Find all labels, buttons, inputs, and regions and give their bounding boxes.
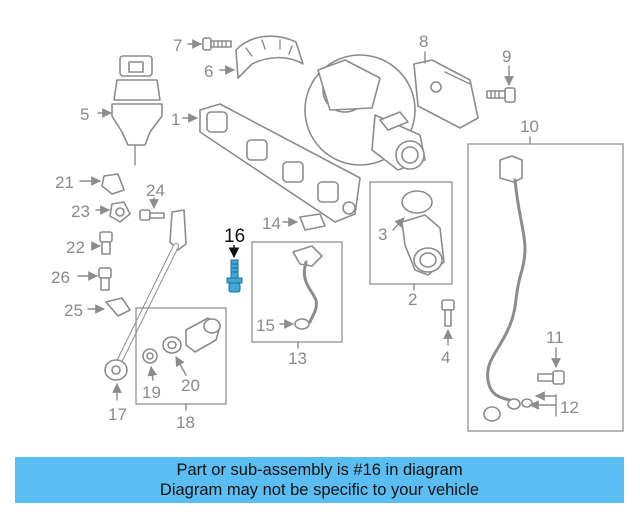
washer-20[interactable] bbox=[162, 336, 182, 354]
callout-11: 11 bbox=[546, 328, 564, 347]
callout-6: 6 bbox=[204, 62, 213, 81]
bolt-26[interactable] bbox=[98, 267, 112, 291]
callout-24: 24 bbox=[146, 181, 165, 200]
callout-15: 15 bbox=[256, 316, 275, 335]
callout-5: 5 bbox=[80, 105, 89, 124]
callout-7: 7 bbox=[173, 36, 182, 55]
callout-18: 18 bbox=[176, 413, 195, 432]
callout-23: 23 bbox=[71, 202, 90, 221]
callout-22: 22 bbox=[66, 238, 85, 257]
turbocharger-manifold-1[interactable] bbox=[199, 54, 426, 223]
callout-21: 21 bbox=[55, 173, 74, 192]
callout-4: 4 bbox=[441, 348, 450, 367]
gasket-15[interactable] bbox=[294, 318, 310, 330]
callout-3: 3 bbox=[378, 225, 387, 244]
oil-feed-line-10[interactable] bbox=[483, 155, 533, 422]
heat-shield-6[interactable] bbox=[235, 35, 304, 79]
banner-line-1: Part or sub-assembly is #16 in diagram bbox=[176, 461, 463, 479]
fitting-23[interactable] bbox=[109, 201, 131, 223]
group-box-2 bbox=[369, 181, 453, 285]
callout-26: 26 bbox=[51, 268, 70, 287]
bolt-11[interactable] bbox=[537, 370, 565, 385]
callout-17: 17 bbox=[108, 405, 127, 424]
callout-19: 19 bbox=[142, 383, 161, 402]
bolt-16-highlighted[interactable] bbox=[226, 259, 243, 293]
group-box-10 bbox=[467, 143, 624, 432]
callout-10: 10 bbox=[520, 117, 539, 136]
clip-21[interactable] bbox=[101, 173, 125, 195]
oil-return-pipe-13[interactable] bbox=[292, 245, 323, 324]
parts-diagram: 7 6 5 1 8 bbox=[51, 32, 624, 432]
support-rod-17[interactable] bbox=[104, 209, 187, 381]
callout-1: 1 bbox=[171, 110, 180, 129]
callout-2: 2 bbox=[408, 290, 417, 309]
clip-25[interactable] bbox=[105, 297, 131, 317]
info-banner: Part or sub-assembly is #16 in diagram D… bbox=[15, 457, 624, 503]
elbow-pipe-2[interactable] bbox=[401, 214, 445, 276]
banner-line-2: Diagram may not be specific to your vehi… bbox=[159, 481, 480, 499]
callout-13: 13 bbox=[288, 349, 307, 368]
bolt-4[interactable] bbox=[441, 299, 455, 327]
banjo-bolt-18[interactable] bbox=[185, 317, 221, 353]
callout-8: 8 bbox=[419, 32, 428, 51]
gasket-3[interactable] bbox=[401, 190, 433, 214]
callout-25: 25 bbox=[64, 301, 83, 320]
actuator-5[interactable] bbox=[111, 55, 163, 166]
group-box-18 bbox=[135, 307, 227, 405]
group-box-13 bbox=[251, 241, 343, 343]
washer-19[interactable] bbox=[142, 348, 158, 364]
bracket-8[interactable] bbox=[413, 59, 479, 129]
bolt-24[interactable] bbox=[139, 209, 165, 221]
callout-20: 20 bbox=[181, 376, 200, 395]
bolt-7[interactable] bbox=[202, 37, 232, 51]
callout-9: 9 bbox=[502, 47, 511, 66]
callout-16: 16 bbox=[224, 226, 245, 247]
bolt-22[interactable] bbox=[99, 231, 113, 255]
callout-12: 12 bbox=[560, 398, 579, 417]
callout-14: 14 bbox=[262, 214, 281, 233]
gasket-14[interactable] bbox=[299, 213, 326, 231]
bolt-9[interactable] bbox=[486, 87, 516, 103]
